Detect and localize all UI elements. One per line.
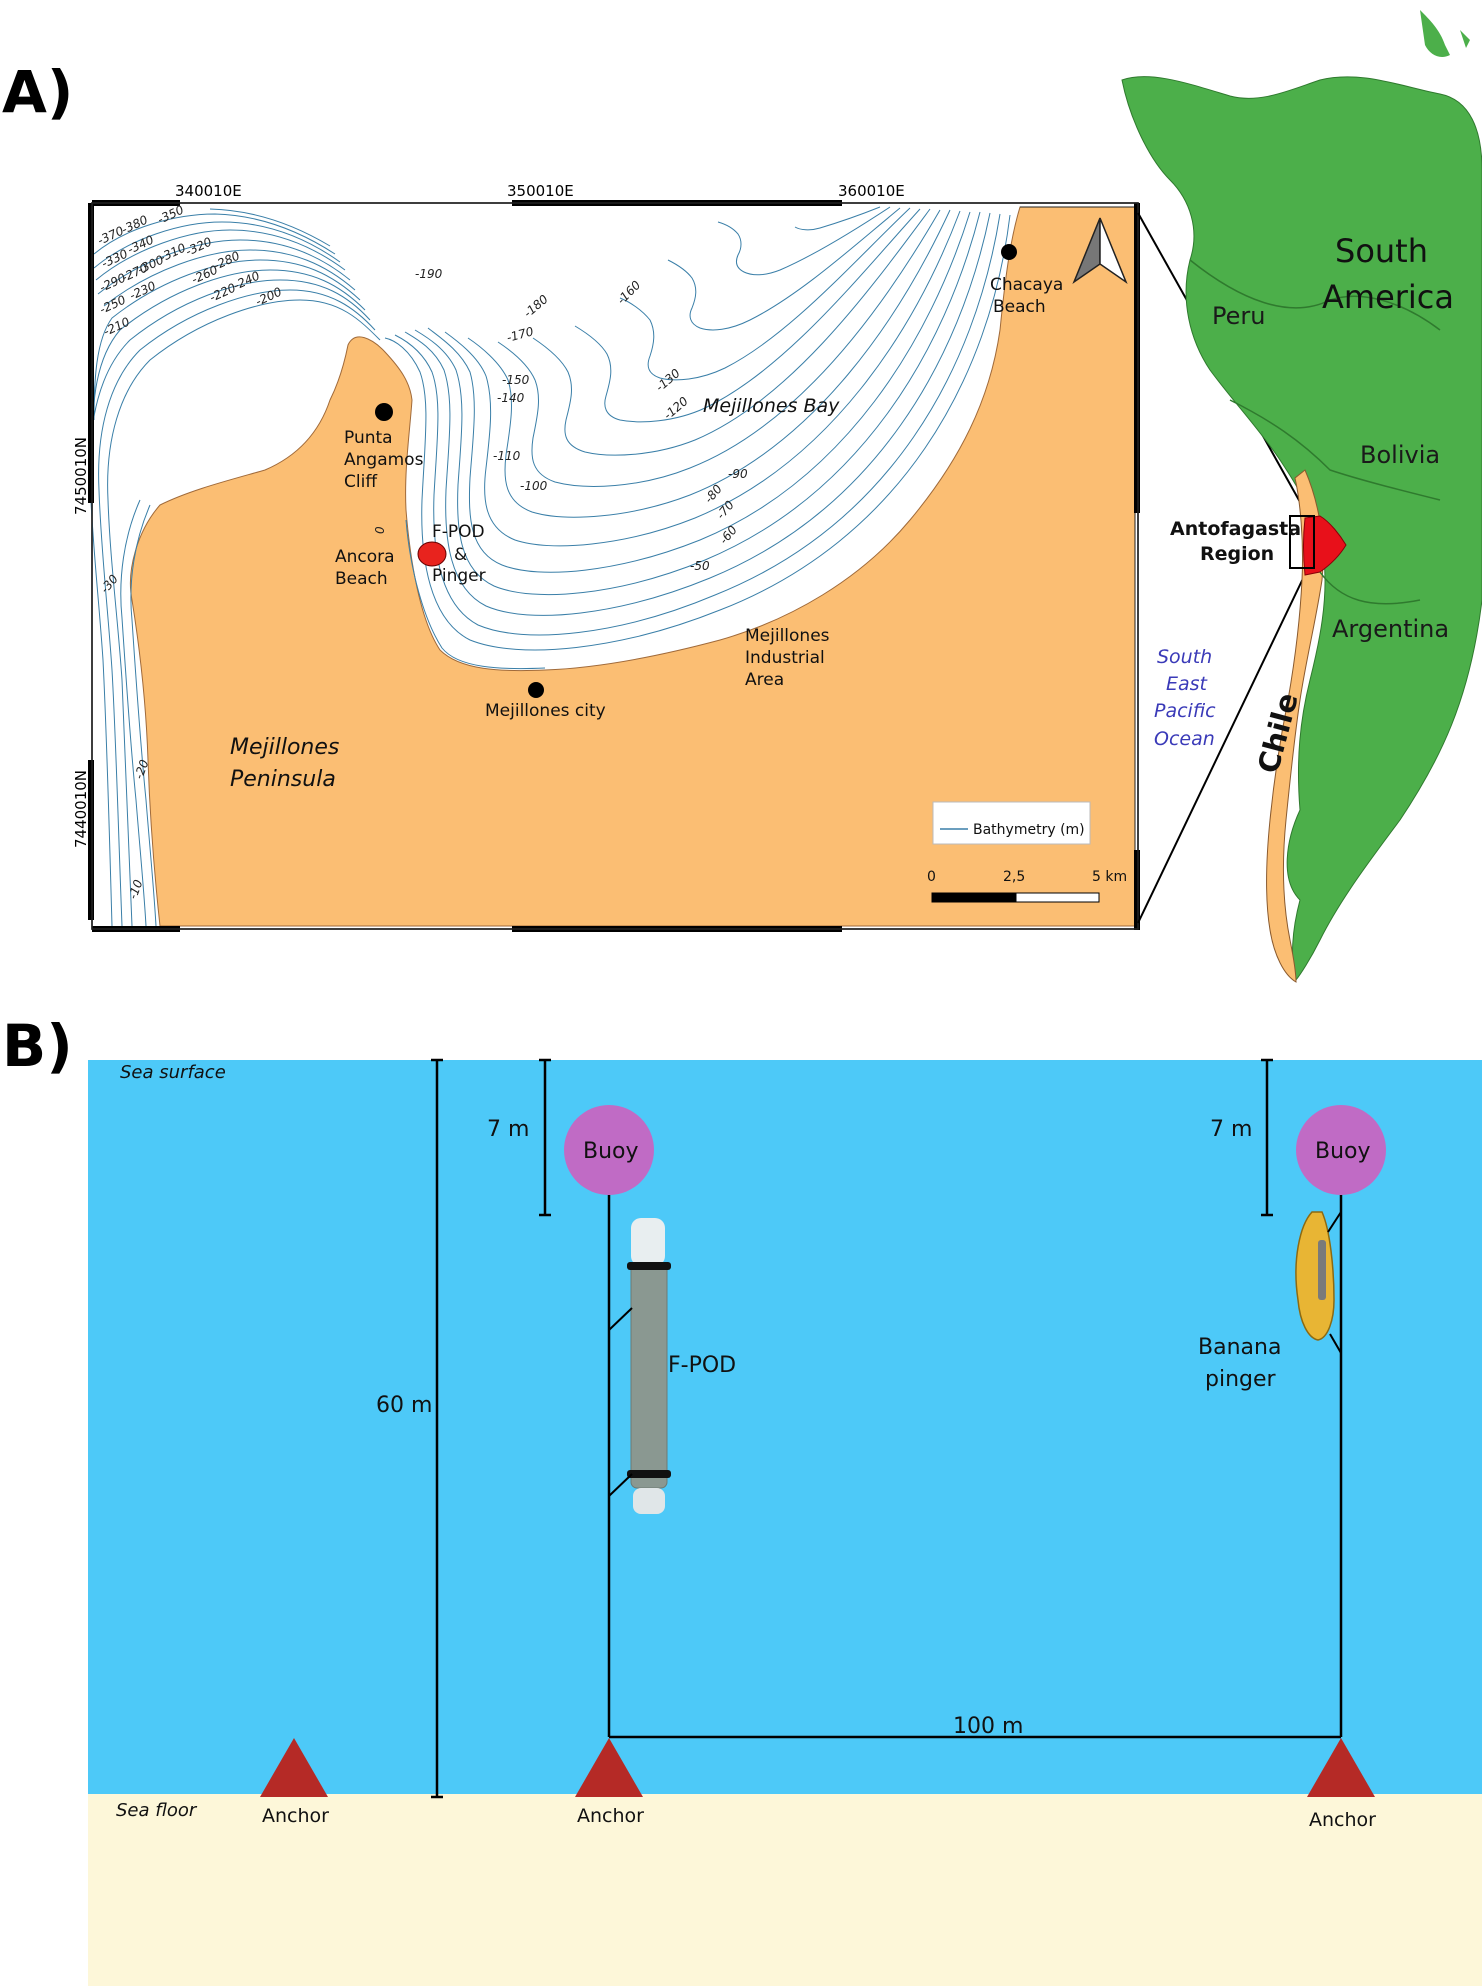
punta-label-1: Punta bbox=[344, 428, 393, 448]
svg-text:-10: -10 bbox=[126, 877, 146, 901]
scale-bar bbox=[931, 892, 1100, 903]
region-highlight-box bbox=[1289, 515, 1315, 569]
ocean-label-1: South bbox=[1157, 646, 1212, 668]
fpod-label-3: Pinger bbox=[432, 566, 486, 586]
sea-floor bbox=[88, 1794, 1482, 1986]
fpod-label-2: & bbox=[454, 545, 467, 565]
depth-dimension-lines bbox=[431, 1058, 1273, 1799]
anchor-1-icon bbox=[260, 1738, 328, 1797]
ancora-label-1: Ancora bbox=[335, 547, 395, 567]
svg-text:-190: -190 bbox=[415, 267, 443, 281]
anchor-2-icon bbox=[575, 1738, 643, 1797]
sea-surface-label: Sea surface bbox=[120, 1062, 226, 1083]
legend-box bbox=[932, 801, 1091, 845]
x-coord-1: 340010E bbox=[175, 182, 242, 200]
ancora-label-2: Beach bbox=[335, 569, 388, 589]
distance-label: 100 m bbox=[953, 1714, 1023, 1739]
sea-floor-label: Sea floor bbox=[116, 1800, 198, 1821]
chacaya-beach-marker bbox=[1001, 244, 1017, 260]
continent-label-1: South bbox=[1335, 232, 1428, 270]
city-label: Mejillones city bbox=[485, 701, 606, 721]
depth-top-label-2: 7 m bbox=[1210, 1117, 1252, 1142]
region-label-1: Antofagasta bbox=[1170, 518, 1301, 540]
punta-angamos-marker bbox=[375, 403, 393, 421]
svg-text:-110: -110 bbox=[493, 449, 521, 463]
peninsula-label-2: Peninsula bbox=[230, 767, 336, 792]
industrial-label-3: Area bbox=[745, 670, 784, 690]
scale-label-0: 0 bbox=[927, 869, 936, 885]
connector-bottom bbox=[1137, 565, 1310, 924]
fpod-device-label: F-POD bbox=[668, 1353, 736, 1378]
ocean-label-3: Pacific bbox=[1154, 700, 1216, 722]
industrial-label-2: Industrial bbox=[745, 648, 825, 668]
mooring-lines bbox=[607, 1195, 1343, 1739]
svg-text:0: 0 bbox=[373, 526, 387, 534]
north-arrow-icon bbox=[1072, 217, 1128, 285]
region-label-2: Region bbox=[1200, 543, 1274, 565]
svg-text:-20: -20 bbox=[132, 757, 152, 781]
buoy-1 bbox=[564, 1105, 654, 1195]
panel-a-letter: A) bbox=[2, 58, 73, 126]
water-column bbox=[88, 1060, 1482, 1794]
x-coord-2: 350010E bbox=[507, 182, 574, 200]
fpod-label-1: F-POD bbox=[432, 522, 485, 542]
buoy-2-label: Buoy bbox=[1315, 1139, 1371, 1164]
panel-b-letter: B) bbox=[2, 1012, 73, 1080]
peninsula-label-1: Mejillones bbox=[230, 735, 339, 760]
anchor-2-label: Anchor bbox=[577, 1805, 644, 1827]
depth-total-label: 60 m bbox=[376, 1393, 432, 1418]
y-coord-2: 7440010N bbox=[72, 770, 90, 848]
industrial-label-1: Mejillones bbox=[745, 626, 830, 646]
buoy-1-label: Buoy bbox=[583, 1139, 639, 1164]
country-chile: Chile bbox=[1251, 689, 1305, 777]
pinger-label-2: pinger bbox=[1205, 1367, 1277, 1392]
svg-text:-170: -170 bbox=[505, 324, 535, 345]
country-peru: Peru bbox=[1212, 302, 1265, 330]
mejillones-city-marker bbox=[528, 682, 544, 698]
anchor-3-label: Anchor bbox=[1309, 1809, 1376, 1831]
banana-pinger-icon bbox=[1295, 1211, 1342, 1354]
scale-label-1: 2,5 bbox=[1003, 869, 1025, 885]
country-bolivia: Bolivia bbox=[1360, 441, 1440, 469]
continent-label-2: America bbox=[1322, 278, 1454, 316]
country-argentina: Argentina bbox=[1332, 615, 1449, 643]
svg-text:-50: -50 bbox=[690, 559, 710, 573]
ocean-label-4: Ocean bbox=[1154, 728, 1215, 750]
svg-text:-100: -100 bbox=[520, 479, 548, 493]
svg-text:-140: -140 bbox=[497, 391, 525, 405]
anchor-1-label: Anchor bbox=[262, 1805, 329, 1827]
anchor-3-icon bbox=[1307, 1738, 1375, 1797]
fpod-device-icon bbox=[608, 1218, 671, 1514]
punta-label-3: Cliff bbox=[344, 472, 378, 492]
svg-text:-150: -150 bbox=[502, 373, 530, 387]
south-america-inset bbox=[1121, 10, 1482, 983]
legend-label: Bathymetry (m) bbox=[973, 822, 1085, 838]
svg-text:-90: -90 bbox=[728, 467, 748, 481]
ocean-label-2: East bbox=[1166, 673, 1209, 695]
bathymetry-map bbox=[88, 200, 1140, 932]
x-coord-3: 360010E bbox=[838, 182, 905, 200]
buoy-2 bbox=[1296, 1105, 1386, 1195]
depth-top-label-1: 7 m bbox=[487, 1117, 529, 1142]
fpod-site-marker bbox=[417, 541, 447, 567]
punta-label-2: Angamos bbox=[344, 450, 424, 470]
pinger-label-1: Banana bbox=[1198, 1335, 1281, 1360]
bay-label: Mejillones Bay bbox=[703, 395, 840, 417]
scale-label-2: 5 km bbox=[1092, 869, 1127, 885]
chacaya-label-1: Chacaya bbox=[990, 275, 1063, 295]
chacaya-label-2: Beach bbox=[993, 297, 1046, 317]
y-coord-1: 7450010N bbox=[72, 437, 90, 515]
